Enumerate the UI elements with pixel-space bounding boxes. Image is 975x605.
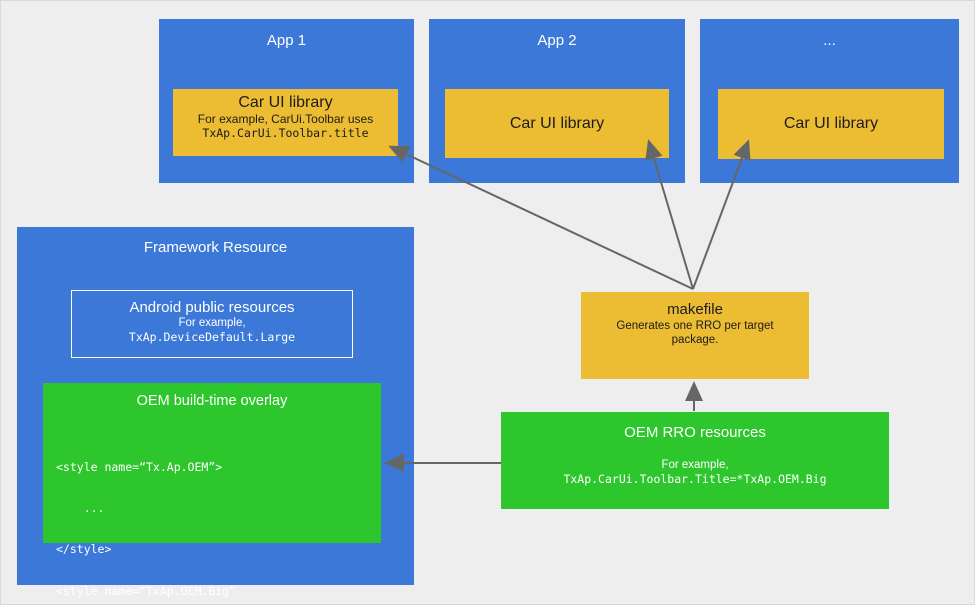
framework-resource-title: Framework Resource: [143, 239, 288, 256]
makefile-title: makefile: [667, 301, 723, 318]
oem-rro-resources-box: OEM RRO resources For example, TxAp.CarU…: [501, 412, 889, 509]
android-public-resources-box: Android public resources For example, Tx…: [71, 290, 353, 358]
app3-title: ...: [823, 32, 836, 49]
framework-resource-box: Framework Resource Android public resour…: [17, 227, 414, 598]
app1-title: App 1: [266, 32, 307, 49]
oem-build-time-overlay-box: OEM build-time overlay <style name=“Tx.A…: [43, 383, 381, 598]
oem-rro-resources-code: TxAp.CarUi.Toolbar.Title=*TxAp.OEM.Big: [563, 472, 827, 486]
app3-car-ui-library-box: Car UI library: [718, 89, 944, 159]
app3-box: ... Car UI library: [700, 19, 959, 183]
app1-car-ui-library-desc: For example, CarUi.Toolbar uses: [197, 112, 374, 126]
oem-build-time-overlay-code: <style name=“Tx.Ap.OEM”> ... </style> <s…: [56, 433, 237, 604]
makefile-box: makefile Generates one RRO per target pa…: [581, 292, 809, 379]
app2-car-ui-library-title: Car UI library: [509, 114, 605, 132]
code-line: <style name=“TxAp.OEM.Big”: [56, 583, 237, 598]
app1-car-ui-library-title: Car UI library: [238, 94, 333, 111]
app2-title: App 2: [537, 32, 577, 49]
makefile-desc: Generates one RRO per target package.: [616, 320, 774, 346]
app1-car-ui-library-box: Car UI library For example, CarUi.Toolba…: [173, 89, 398, 156]
app1-car-ui-library-code: TxAp.CarUi.Toolbar.title: [202, 126, 369, 140]
app1-box: App 1 Car UI library For example, CarUi.…: [159, 19, 414, 183]
code-line: <style name=“Tx.Ap.OEM”>: [56, 459, 223, 474]
android-public-resources-title: Android public resources: [129, 299, 295, 316]
oem-build-time-overlay-title: OEM build-time overlay: [136, 393, 288, 409]
code-line: ...: [56, 500, 105, 515]
oem-rro-resources-title: OEM RRO resources: [624, 424, 766, 441]
android-public-resources-desc: For example,: [178, 317, 246, 329]
code-line: </style>: [56, 542, 112, 557]
app3-car-ui-library-title: Car UI library: [783, 115, 879, 132]
app2-car-ui-library-box: Car UI library: [445, 89, 669, 158]
oem-rro-resources-desc: For example,: [661, 459, 729, 471]
app2-box: App 2 Car UI library: [429, 19, 685, 183]
android-public-resources-code: TxAp.DeviceDefault.Large: [128, 330, 296, 344]
